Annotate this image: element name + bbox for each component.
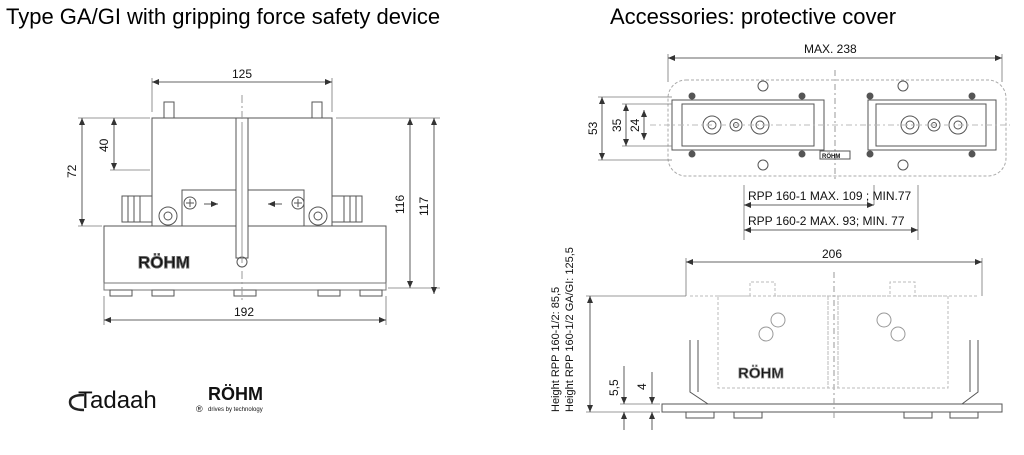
dim-35: 35 xyxy=(610,118,624,132)
height-note-2: Height RPP 160-1/2 GA/GI: 125,5 xyxy=(564,247,576,412)
dim-72: 72 xyxy=(65,164,79,178)
height-note-1: Height RPP 160-1/2: 85,5 xyxy=(550,287,562,412)
cover-brand-emboss: RÖHM xyxy=(738,365,784,382)
tadaah-wordmark: Tadaah xyxy=(78,387,157,414)
dim-116: 116 xyxy=(393,195,407,214)
left-gripper-drawing xyxy=(103,95,387,300)
dim-117: 117 xyxy=(417,197,431,216)
cover-top-drawing xyxy=(650,70,1010,182)
note-rpp-160-1: RPP 160-1 MAX. 109 ; MIN.77 xyxy=(748,189,912,203)
cover-side-drawing xyxy=(661,272,1003,420)
title-left: Type GA/GI with gripping force safety de… xyxy=(6,4,441,29)
rohm-logo: RÖHM drives by technology xyxy=(208,384,263,413)
cover-small-brand: RÖHM xyxy=(822,153,840,160)
dim-53: 53 xyxy=(586,121,600,135)
tadaah-logo: Tadaah ® xyxy=(68,387,203,414)
rohm-wordmark: RÖHM xyxy=(208,384,263,404)
dim-5-5: 5,5 xyxy=(607,379,621,396)
rohm-tagline: drives by technology xyxy=(208,407,263,413)
dim-24: 24 xyxy=(628,118,642,132)
dim-max-238: MAX. 238 xyxy=(804,42,857,56)
dim-125: 125 xyxy=(232,67,252,81)
dim-40: 40 xyxy=(97,138,111,152)
dim-206: 206 xyxy=(822,247,842,261)
cover-top-dimensions xyxy=(598,54,1003,240)
left-dimensions xyxy=(78,78,440,325)
note-rpp-160-2: RPP 160-2 MAX. 93; MIN. 77 xyxy=(748,214,905,228)
title-right: Accessories: protective cover xyxy=(610,4,897,29)
dim-4: 4 xyxy=(635,383,649,390)
left-brand-emboss: RÖHM xyxy=(138,253,190,272)
tadaah-registered: ® xyxy=(196,404,203,414)
dim-192: 192 xyxy=(234,305,254,319)
cover-side-dimensions xyxy=(586,258,983,430)
